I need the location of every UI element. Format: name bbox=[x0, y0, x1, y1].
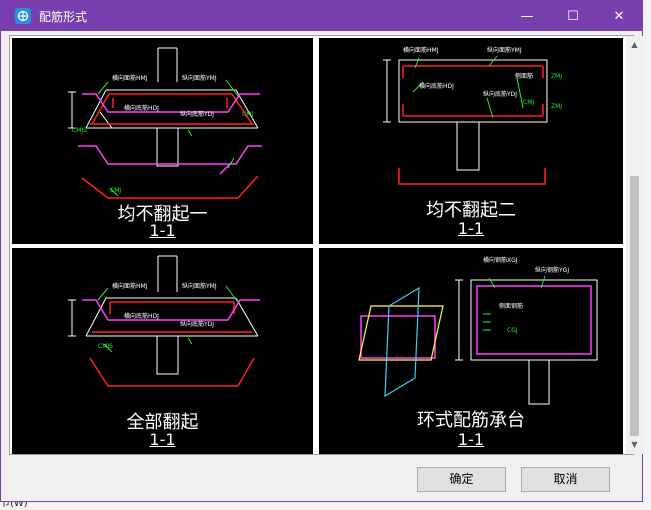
minimize-button[interactable]: — bbox=[504, 1, 550, 31]
label-side: 侧面钢筋 bbox=[499, 302, 523, 310]
label-cmjs: CMJS bbox=[72, 127, 87, 134]
title-bar[interactable]: 配筋形式 — ☐ ✕ bbox=[1, 1, 642, 31]
caption-panel-1: 均不翻起一 bbox=[117, 204, 208, 225]
drawing-panel-2: 横向面筋HMJ 纵向面筋YMJ 横向底筋HDJ 纵向底筋YDJ 侧面筋 CMJ … bbox=[383, 46, 562, 185]
label-ydj: 纵向底筋YDJ bbox=[483, 90, 517, 98]
cancel-button[interactable]: 取消 bbox=[521, 467, 610, 492]
caption-panel-2: 均不翻起二 bbox=[426, 200, 516, 221]
label-ydj: 纵向底筋YDJ bbox=[180, 320, 214, 328]
maximize-button[interactable]: ☐ bbox=[550, 1, 596, 31]
label-xgj: 横向钢筋XGJ bbox=[483, 256, 518, 264]
caption-panel-4: 环式配筋承台 bbox=[417, 410, 525, 431]
label-hdj: 横向底筋HDJ bbox=[124, 312, 159, 320]
section-panel-1: 1-1 bbox=[149, 221, 176, 240]
bg-fragment: 节(W) bbox=[0, 498, 28, 509]
close-button[interactable]: ✕ bbox=[596, 1, 642, 31]
rebar-form-dialog: 配筋形式 — ☐ ✕ bbox=[0, 0, 643, 502]
label-ymj: 纵向面筋YMJ bbox=[487, 46, 522, 54]
label-ygj: 纵向钢筋YGJ bbox=[535, 266, 569, 274]
label-cgj: CGJ bbox=[507, 327, 518, 334]
option-list: 横向面筋HMJ 纵向面筋YMJ 横向底筋HDJ 纵向底筋YDJ CMJS CMJ… bbox=[9, 35, 643, 455]
label-ymj: 纵向面筋YMJ bbox=[182, 74, 217, 82]
label-cmj: CMJ bbox=[523, 99, 534, 106]
label-hdj: 横向底筋HDJ bbox=[124, 104, 159, 112]
option-panel-4[interactable]: 横向钢筋XGJ 纵向钢筋YGJ 侧面钢筋 CGJ 环式配筋承台 1-1 bbox=[319, 248, 623, 454]
label-hmj: 横向面筋HMJ bbox=[112, 74, 148, 82]
label-zmj: ZMJ bbox=[551, 73, 562, 80]
scroll-thumb[interactable] bbox=[630, 176, 639, 436]
scroll-down-icon[interactable]: ▼ bbox=[631, 440, 638, 449]
label-hmj: 横向面筋HMJ bbox=[112, 282, 148, 290]
close-icon: ✕ bbox=[613, 8, 625, 24]
option-panel-2[interactable]: 横向面筋HMJ 纵向面筋YMJ 横向底筋HDJ 纵向底筋YDJ 侧面筋 CMJ … bbox=[319, 38, 623, 244]
label-zmj2: ZMJ bbox=[551, 103, 562, 110]
app-icon bbox=[15, 8, 31, 24]
drawing-panel-1: 横向面筋HMJ 纵向面筋YMJ 横向底筋HDJ 纵向底筋YDJ CMJS CMJ… bbox=[68, 47, 262, 199]
drawing-panel-3: 横向面筋HMJ 纵向面筋YMJ 横向底筋HDJ 纵向底筋YDJ CMJS bbox=[68, 255, 260, 387]
label-cmj2: CMJ bbox=[110, 187, 121, 194]
ok-button[interactable]: 确定 bbox=[417, 467, 506, 492]
caption-panel-3: 全部翻起 bbox=[126, 412, 199, 433]
label-ydj: 纵向底筋YDJ bbox=[180, 110, 214, 118]
option-panel-3[interactable]: 横向面筋HMJ 纵向面筋YMJ 横向底筋HDJ 纵向底筋YDJ CMJS 全部翻… bbox=[12, 248, 313, 454]
minimize-icon: — bbox=[520, 8, 534, 24]
section-panel-2: 1-1 bbox=[457, 219, 485, 238]
section-panel-4: 1-1 bbox=[457, 430, 485, 449]
scroll-up-icon[interactable]: ▲ bbox=[631, 40, 638, 49]
label-side: 侧面筋 bbox=[515, 72, 533, 80]
maximize-icon: ☐ bbox=[567, 8, 579, 24]
drawing-panel-4: 横向钢筋XGJ 纵向钢筋YGJ 侧面钢筋 CGJ bbox=[358, 256, 598, 405]
option-panel-1[interactable]: 横向面筋HMJ 纵向面筋YMJ 横向底筋HDJ 纵向底筋YDJ CMJS CMJ… bbox=[12, 38, 313, 244]
section-panel-3: 1-1 bbox=[149, 430, 176, 449]
label-cmj: CMJ bbox=[242, 111, 253, 118]
label-cmjs: CMJS bbox=[98, 343, 113, 350]
label-hmj: 横向面筋HMJ bbox=[403, 46, 439, 54]
vertical-scrollbar[interactable]: ▲ ▼ bbox=[626, 36, 643, 454]
label-hdj: 横向底筋HDJ bbox=[419, 82, 454, 90]
label-ymj: 纵向面筋YMJ bbox=[182, 282, 217, 290]
dialog-title: 配筋形式 bbox=[39, 10, 88, 24]
